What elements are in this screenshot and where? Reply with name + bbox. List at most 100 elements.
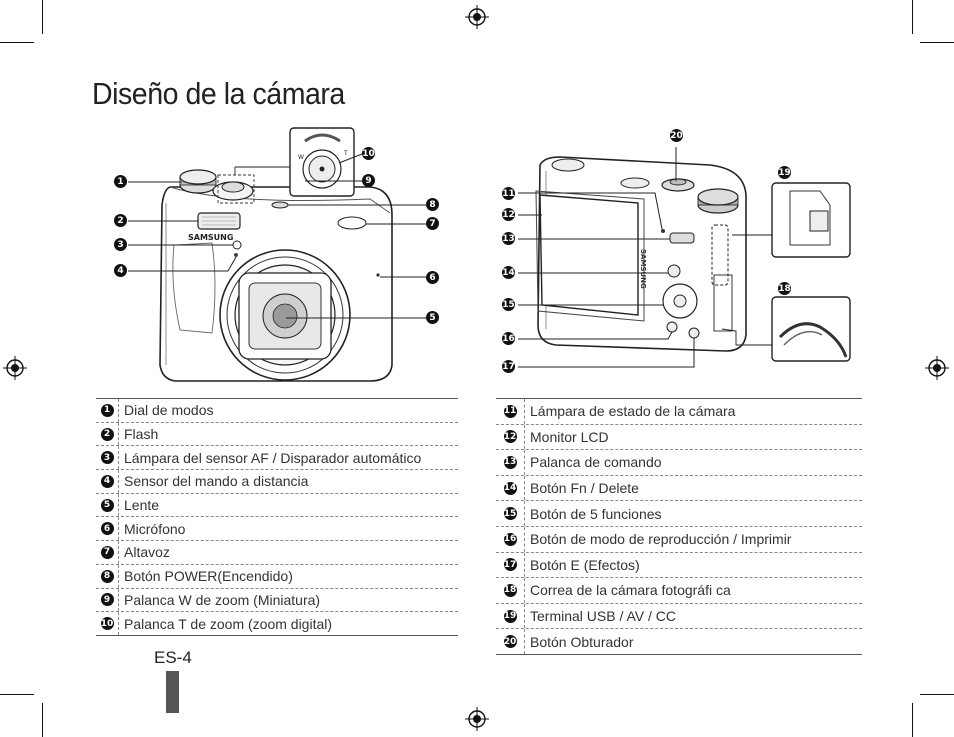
crop-mark <box>42 0 43 34</box>
callout-9: 9 <box>362 174 375 187</box>
registration-mark-icon <box>465 5 489 29</box>
legend-label: Altavoz <box>124 544 170 561</box>
legend-number: 5 <box>100 498 114 512</box>
legend-label: Monitor LCD <box>530 428 609 445</box>
legend-row: 16 Botón de modo de reproducción / Imprim… <box>496 526 862 553</box>
callout-8: 8 <box>426 198 439 211</box>
legend-row: 4 Sensor del mando a distancia <box>96 470 458 494</box>
zoom-t-label: T <box>343 150 348 157</box>
legend-number: 14 <box>503 481 517 495</box>
legend-number: 3 <box>100 451 114 465</box>
legend-number: 16 <box>503 532 517 546</box>
legend-row: 20 Botón Obturador <box>496 629 862 655</box>
legend-row: 12 Monitor LCD <box>496 424 862 451</box>
legend-number: 13 <box>503 455 517 469</box>
legend-label: Botón E (Efectos) <box>530 556 640 573</box>
legend-row: 14 Botón Fn / Delete <box>496 475 862 502</box>
legend-row: 1 Dial de modos <box>96 399 458 423</box>
callout-5: 5 <box>426 311 439 324</box>
legend-row: 2 Flash <box>96 422 458 447</box>
legend-row: 6 Micrófono <box>96 517 458 542</box>
legend-row: 13 Palanca de comando <box>496 450 862 476</box>
legend-row: 19 Terminal USB / AV / CC <box>496 603 862 630</box>
brand-label: SAMSUNG <box>188 233 233 242</box>
legend-label: Terminal USB / AV / CC <box>530 608 677 625</box>
callout-13: 13 <box>502 232 515 245</box>
callout-3: 3 <box>114 238 127 251</box>
legend-number: 11 <box>503 404 517 418</box>
legend-table-front: 1 Dial de modos 2 Flash 3 Lámpara del senso… <box>96 398 458 636</box>
page-number: ES-4 <box>154 648 192 667</box>
legend-label: Botón de modo de reproducción / Imprimir <box>530 531 792 548</box>
brand-label: SAMSUNG <box>639 249 647 289</box>
callout-12: 12 <box>502 208 515 221</box>
callout-6: 6 <box>426 271 439 284</box>
callout-2: 2 <box>114 214 127 227</box>
legend-label: Palanca de comando <box>530 454 662 471</box>
legend-row: 5 Lente <box>96 493 458 518</box>
callout-19: 19 <box>778 166 791 179</box>
legend-label: Sensor del mando a distancia <box>124 473 309 490</box>
zoom-w-label: W <box>298 154 304 161</box>
legend-label: Botón Fn / Delete <box>530 480 639 497</box>
callout-16: 16 <box>502 332 515 345</box>
legend-number: 8 <box>100 569 114 583</box>
crop-mark <box>920 42 954 43</box>
legend-label: Lámpara de estado de la cámara <box>530 403 736 420</box>
legend-label: Dial de modos <box>124 402 214 419</box>
callout-10: 10 <box>362 147 375 160</box>
callout-18: 18 <box>778 282 791 295</box>
legend-label: Flash <box>124 426 159 443</box>
crop-mark <box>912 703 913 737</box>
legend-number: 15 <box>503 507 517 521</box>
legend-number: 4 <box>100 474 114 488</box>
crop-mark <box>912 0 913 34</box>
callout-15: 15 <box>502 298 515 311</box>
legend-number: 2 <box>100 427 114 441</box>
callout-17: 17 <box>502 360 515 373</box>
callout-20: 20 <box>670 129 683 142</box>
registration-mark-icon <box>465 707 489 731</box>
callout-11: 11 <box>502 187 515 200</box>
crop-mark <box>0 42 34 43</box>
legend-label: Correa de la cámara fotográfi ca <box>530 582 731 599</box>
crop-mark <box>42 703 43 737</box>
legend-number: 18 <box>503 583 517 597</box>
legend-label: Lente <box>124 497 160 514</box>
legend-label: Botón Obturador <box>530 633 634 650</box>
legend-number: 6 <box>100 522 114 536</box>
legend-number: 12 <box>503 430 517 444</box>
legend-number: 20 <box>503 635 517 649</box>
crop-mark <box>920 694 954 695</box>
legend-row: 8 Botón POWER(Encendido) <box>96 564 458 589</box>
camera-back-illustration: SAMSUNG <box>518 147 851 368</box>
legend-number: 9 <box>100 593 114 607</box>
registration-mark-icon <box>3 356 27 380</box>
camera-front-illustration: SAMSUNG W T <box>128 127 426 382</box>
legend-label: Micrófono <box>124 520 186 537</box>
callout-1: 1 <box>114 175 127 188</box>
legend-label: Palanca T de zoom (zoom digital) <box>124 615 333 632</box>
callout-7: 7 <box>426 217 439 230</box>
page-title: Diseño de la cámara <box>92 76 345 111</box>
legend-number: 1 <box>100 403 114 417</box>
legend-row: 3 Lámpara del sensor AF / Disparador auto… <box>96 446 458 471</box>
callout-4: 4 <box>114 264 127 277</box>
crop-mark <box>0 694 34 695</box>
legend-label: Botón POWER(Encendido) <box>124 568 293 585</box>
legend-label: Palanca W de zoom (Miniatura) <box>124 591 321 608</box>
legend-row: 18 Correa de la cámara fotográfi ca <box>496 578 862 604</box>
legend-number: 7 <box>100 545 114 559</box>
legend-number: 17 <box>503 558 517 572</box>
legend-label: Lámpara del sensor AF / Disparador autom… <box>124 449 422 466</box>
section-tab <box>166 671 179 713</box>
registration-mark-icon <box>925 356 949 380</box>
legend-number: 10 <box>100 617 114 631</box>
legend-number: 19 <box>503 609 517 623</box>
legend-row: 17 Botón E (Efectos) <box>496 552 862 579</box>
legend-row: 7 Altavoz <box>96 541 458 565</box>
legend-row: 9 Palanca W de zoom (Miniatura) <box>96 588 458 613</box>
legend-table-back: 11 Lámpara de estado de la cámara 12 Monit… <box>496 398 862 655</box>
legend-row: 11 Lámpara de estado de la cámara <box>496 399 862 425</box>
